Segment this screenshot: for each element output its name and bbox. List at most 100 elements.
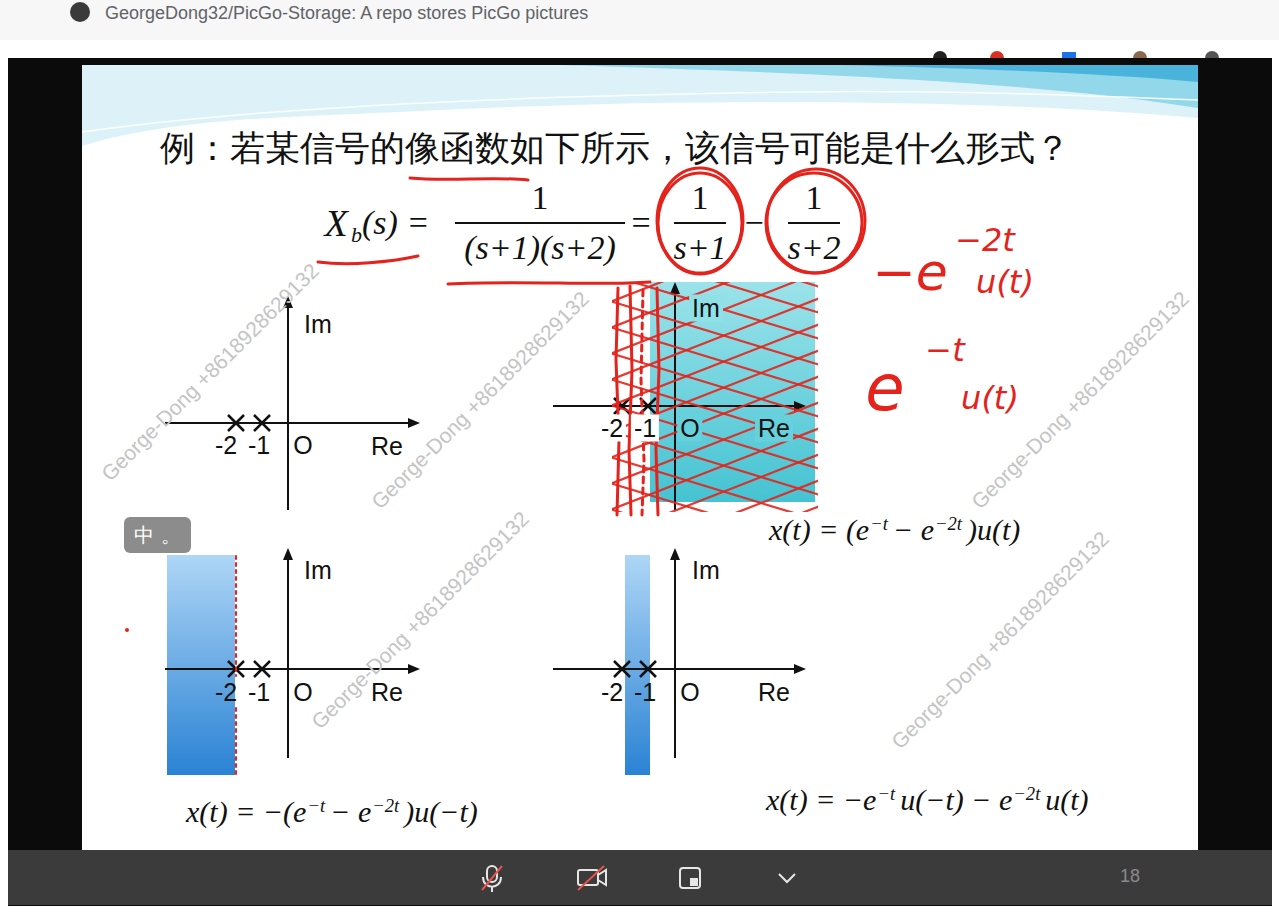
axis-label: Re <box>371 680 403 705</box>
fraction-denominator: s+2 <box>787 231 840 265</box>
minus-sign: − <box>744 206 763 240</box>
axis-label: Re <box>758 680 790 705</box>
origin-label: O <box>677 415 702 442</box>
exponent: −t <box>870 513 888 534</box>
circle-mark <box>657 168 743 274</box>
equation: x(t) = −(e−t− e−2t)u(−t) <box>185 797 478 827</box>
equals-sign: = <box>631 206 650 240</box>
equation: x(t) = (e−t− e−2t)u(t) <box>768 515 1020 545</box>
arrowhead <box>794 664 806 674</box>
dotted-boundary <box>235 556 237 775</box>
fraction-bar <box>455 222 625 224</box>
handwritten-note: −t <box>925 334 964 366</box>
equation-term: )u(−t) <box>404 795 478 828</box>
equation: x(t) = −e−tu(−t) − e−2tu(t) <box>765 785 1089 815</box>
axis-label: Im <box>689 295 723 322</box>
camera-icon <box>598 870 606 885</box>
origin-label: O <box>680 680 699 705</box>
tick-label: -2 <box>215 680 237 705</box>
pole-marker <box>614 661 656 677</box>
underline <box>448 282 650 284</box>
hatch-line <box>612 476 818 512</box>
fraction-numerator: 1 <box>692 181 709 215</box>
equation-term: − e <box>893 513 934 546</box>
meeting-toolbar <box>8 850 1272 905</box>
axis-label: Im <box>692 558 720 583</box>
github-icon <box>70 2 90 22</box>
hatch-stroke <box>641 290 644 515</box>
video-frame <box>8 58 1272 906</box>
roc-hatching <box>612 282 818 512</box>
camera-icon <box>578 870 598 885</box>
hatch-line <box>612 506 818 512</box>
tick-label: -1 <box>248 680 270 705</box>
page-number: 18 <box>1120 867 1140 885</box>
hatch-line <box>612 372 818 462</box>
slide-background <box>82 65 1198 850</box>
hatch-line <box>612 350 818 420</box>
ink-dot <box>125 628 129 632</box>
underline <box>318 256 418 264</box>
fraction-bar <box>674 222 726 224</box>
pole-marker <box>228 661 270 677</box>
tick-label: -2 <box>601 680 623 705</box>
hatch-line <box>612 282 818 358</box>
tab-title: GeorgeDong32/PicGo-Storage: A repo store… <box>105 4 588 22</box>
tick-label: -2 <box>215 433 237 458</box>
hatch-line <box>612 320 818 410</box>
fraction-bar <box>788 222 840 224</box>
chevron-icon <box>779 874 795 882</box>
share-icon <box>690 878 698 886</box>
axis-label: Re <box>371 434 403 459</box>
equation-term: − e <box>330 795 371 828</box>
tick-label: -1 <box>631 415 659 442</box>
roc-region <box>167 555 235 775</box>
fraction-denominator: (s+1)(s+2) <box>464 231 616 265</box>
fraction-denominator: s+1 <box>673 231 726 265</box>
origin-label: O <box>293 680 312 705</box>
share-icon <box>680 868 700 888</box>
exponent: −2t <box>1013 783 1040 804</box>
ime-badge: 中 。 <box>124 517 191 553</box>
hatch-line <box>612 502 818 512</box>
handwriting <box>236 168 865 775</box>
mute-slash <box>482 866 502 890</box>
tick-label: -1 <box>248 433 270 458</box>
axis-label: Im <box>304 558 332 583</box>
toolbar-strip <box>0 40 1279 60</box>
axis-label: Re <box>755 415 793 442</box>
equation-term: (s) = <box>362 206 429 240</box>
handwritten-note: e <box>865 356 904 420</box>
hatch-line <box>612 454 818 512</box>
pole-marker <box>228 415 270 431</box>
axes <box>165 290 798 758</box>
axis-label: Im <box>304 312 332 337</box>
imag-axis <box>287 556 289 758</box>
equation-term: x(t) = −(e <box>186 795 306 828</box>
roc-region <box>625 555 650 775</box>
hatch-line <box>612 402 818 472</box>
slide-wave-line <box>82 92 1198 132</box>
slide-wave <box>560 65 1198 108</box>
arrowhead <box>670 548 680 560</box>
circle-mark <box>767 169 865 273</box>
hatch-stroke <box>656 288 659 515</box>
hatch-line <box>612 450 818 512</box>
handwritten-note: u(t) <box>976 266 1034 298</box>
slide-wave <box>840 65 1198 82</box>
exponent: −2t <box>935 513 962 534</box>
handwritten-note: u(t) <box>961 382 1019 414</box>
equation-term: x(t) = (e <box>769 513 869 546</box>
tick-label: -2 <box>598 415 626 442</box>
equation-term: x(t) = −e <box>766 783 876 816</box>
mute-slash <box>578 866 604 890</box>
arrowhead <box>408 664 420 674</box>
handwritten-note: −e <box>872 246 948 298</box>
arrowheads <box>283 282 806 674</box>
hatch-line <box>612 376 818 446</box>
arrowhead <box>283 548 293 560</box>
origin-label: O <box>293 433 312 458</box>
hatch-line <box>612 294 818 384</box>
badge-text: 中 。 <box>134 524 180 546</box>
exponent: −t <box>877 783 895 804</box>
